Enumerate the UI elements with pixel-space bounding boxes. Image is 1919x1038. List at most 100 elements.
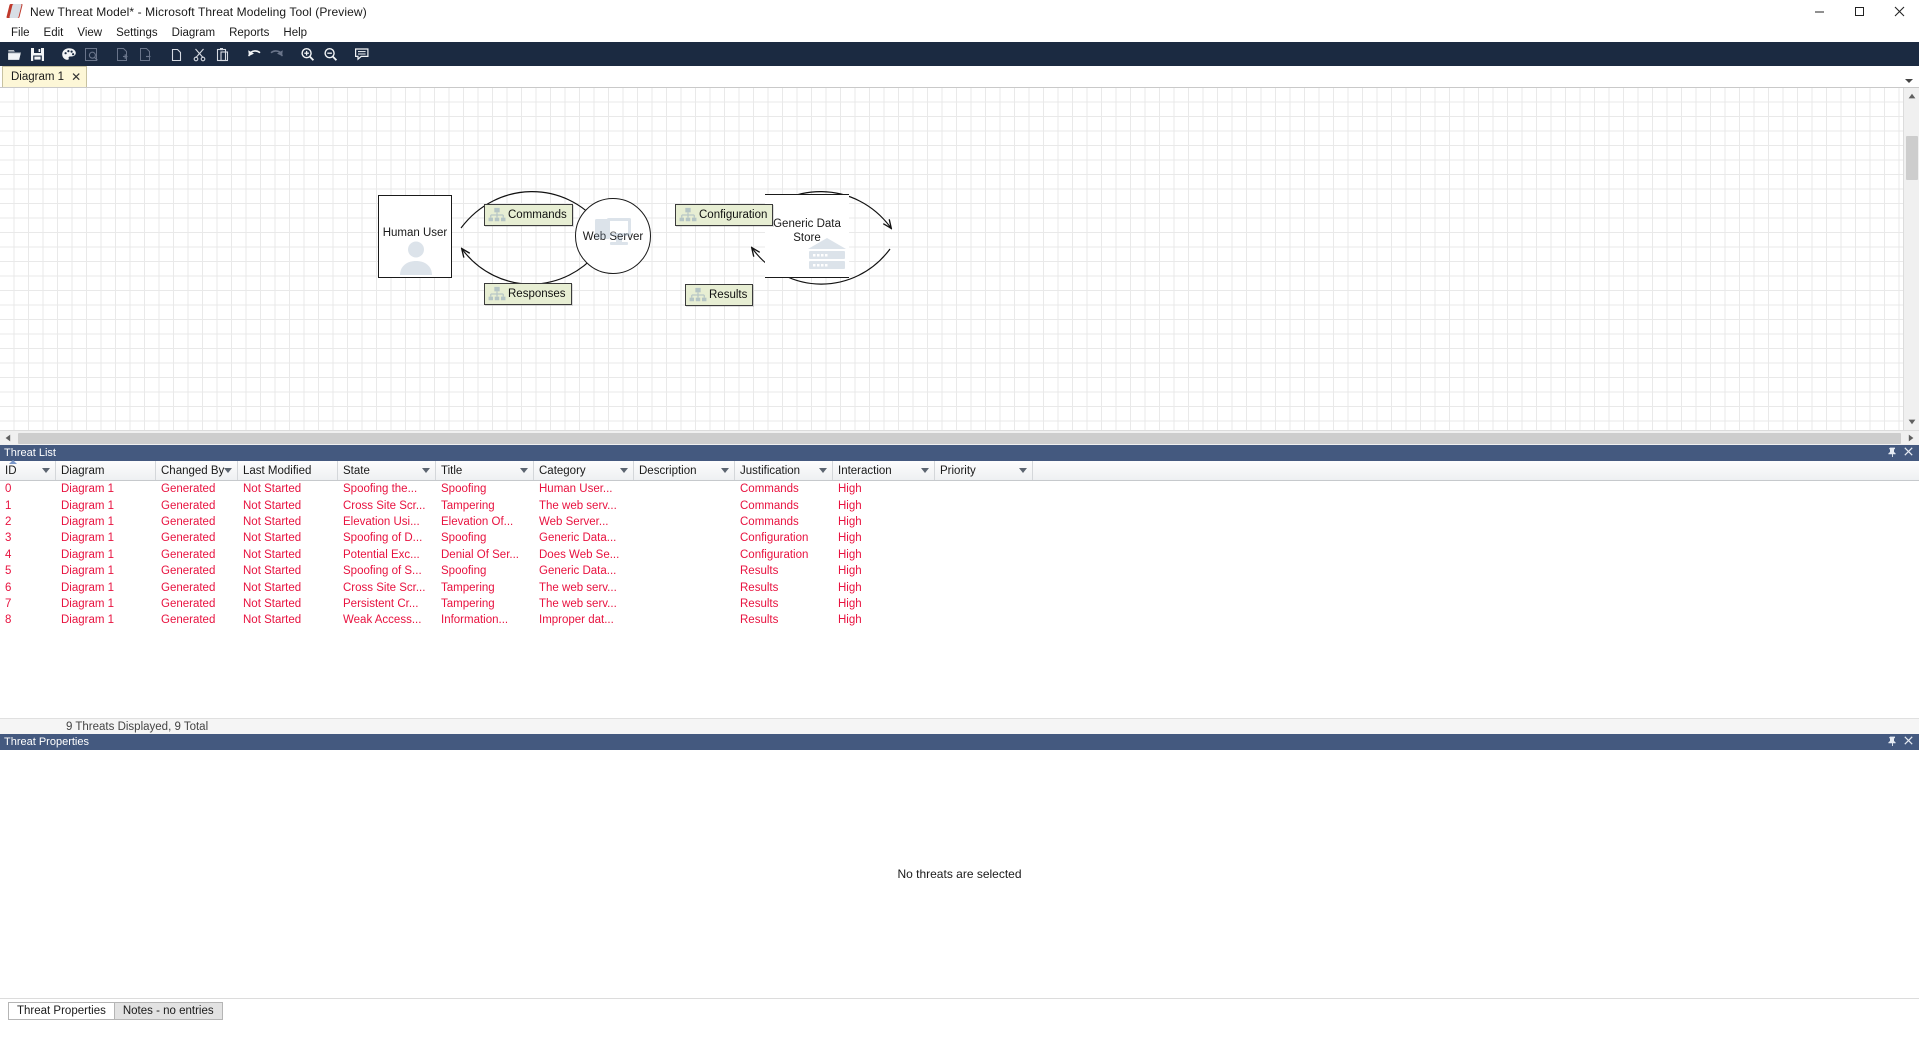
- column-header-description-label: Description: [639, 464, 697, 477]
- close-button[interactable]: [1879, 0, 1919, 23]
- palette-icon[interactable]: [57, 43, 80, 65]
- diagram-canvas[interactable]: Human User Web Server Gener: [0, 88, 1903, 430]
- column-header-last-modified[interactable]: Last Modified: [238, 461, 338, 480]
- cell-title: Spoofing: [441, 483, 487, 496]
- menu-help[interactable]: Help: [283, 26, 308, 39]
- tab-diagram-1[interactable]: Diagram 1 ✕: [2, 66, 88, 87]
- zoom-in-icon[interactable]: [296, 43, 319, 65]
- scroll-down-icon[interactable]: [1904, 414, 1919, 430]
- menu-edit[interactable]: Edit: [43, 26, 64, 39]
- filter-chevron-icon[interactable]: [921, 468, 929, 473]
- menu-diagram[interactable]: Diagram: [171, 26, 216, 39]
- table-row[interactable]: 1 Diagram 1 Generated Not Started Cross …: [0, 497, 1919, 513]
- column-header-priority[interactable]: Priority: [935, 461, 1033, 480]
- table-row[interactable]: 8 Diagram 1 Generated Not Started Weak A…: [0, 612, 1919, 628]
- maximize-button[interactable]: [1839, 0, 1879, 23]
- filter-chevron-icon[interactable]: [42, 468, 50, 473]
- flow-label-commands[interactable]: Commands: [484, 204, 573, 226]
- canvas-vertical-scrollbar[interactable]: [1903, 88, 1919, 430]
- filter-chevron-icon[interactable]: [819, 468, 827, 473]
- network-tree-icon: [488, 207, 506, 222]
- cell-diagram: Diagram 1: [61, 499, 115, 512]
- node-human-user[interactable]: Human User: [378, 195, 452, 278]
- column-header-description[interactable]: Description: [634, 461, 735, 480]
- cell-diagram: Diagram 1: [61, 515, 115, 528]
- table-row[interactable]: 0 Diagram 1 Generated Not Started Spoofi…: [0, 481, 1919, 497]
- menu-view[interactable]: View: [77, 26, 103, 39]
- open-icon[interactable]: [3, 43, 26, 65]
- column-header-category[interactable]: Category: [534, 461, 634, 480]
- canvas-horizontal-scrollbar[interactable]: [0, 430, 1919, 445]
- filter-chevron-icon[interactable]: [520, 468, 528, 473]
- zoom-out-icon[interactable]: [319, 43, 342, 65]
- cell-interaction: High: [838, 548, 862, 561]
- remove-diagram-icon[interactable]: [134, 43, 157, 65]
- report-preview-icon[interactable]: [80, 43, 103, 65]
- column-header-interaction[interactable]: Interaction: [833, 461, 935, 480]
- pin-icon[interactable]: [1888, 736, 1897, 749]
- pin-icon[interactable]: [1888, 447, 1897, 460]
- horizontal-scroll-thumb[interactable]: [18, 432, 1901, 444]
- scroll-up-icon[interactable]: [1904, 88, 1919, 104]
- close-icon[interactable]: [1904, 447, 1913, 459]
- menu-settings[interactable]: Settings: [116, 26, 158, 39]
- flow-label-configuration[interactable]: Configuration: [675, 204, 774, 226]
- redo-icon[interactable]: [265, 43, 288, 65]
- column-header-id[interactable]: ID: [0, 460, 56, 480]
- filter-chevron-icon[interactable]: [422, 468, 430, 473]
- filter-chevron-icon[interactable]: [224, 468, 232, 473]
- close-icon[interactable]: ✕: [71, 70, 82, 84]
- comment-icon[interactable]: [350, 43, 373, 65]
- add-diagram-icon[interactable]: [111, 43, 134, 65]
- cell-justification: Configuration: [740, 548, 809, 561]
- column-header-last-modified-label: Last Modified: [243, 464, 312, 477]
- menu-reports[interactable]: Reports: [229, 26, 270, 39]
- threat-list-rows[interactable]: 0 Diagram 1 Generated Not Started Spoofi…: [0, 481, 1919, 718]
- column-header-state[interactable]: State: [338, 461, 436, 480]
- chevron-down-icon[interactable]: [1905, 79, 1913, 83]
- minimize-button[interactable]: [1799, 0, 1839, 23]
- sort-ascending-icon: [9, 460, 17, 464]
- table-row[interactable]: 2 Diagram 1 Generated Not Started Elevat…: [0, 514, 1919, 530]
- cell-diagram: Diagram 1: [61, 614, 115, 627]
- table-row[interactable]: 6 Diagram 1 Generated Not Started Cross …: [0, 579, 1919, 595]
- tab-notes[interactable]: Notes - no entries: [114, 1002, 223, 1020]
- filter-chevron-icon[interactable]: [620, 468, 628, 473]
- paste-icon[interactable]: [211, 43, 234, 65]
- node-web-server[interactable]: Web Server: [575, 198, 651, 274]
- filter-chevron-icon[interactable]: [721, 468, 729, 473]
- flow-label-responses[interactable]: Responses: [484, 283, 572, 305]
- tab-label: Diagram 1: [11, 71, 65, 83]
- toolbar: [0, 42, 1919, 66]
- cell-interaction: High: [838, 532, 862, 545]
- cell-category: Human User...: [539, 483, 613, 496]
- filter-chevron-icon[interactable]: [1019, 468, 1027, 473]
- table-row[interactable]: 4 Diagram 1 Generated Not Started Potent…: [0, 547, 1919, 563]
- node-generic-data-store[interactable]: Generic Data Store: [765, 194, 849, 278]
- scroll-right-icon[interactable]: [1903, 430, 1919, 446]
- monitor-icon: [595, 218, 631, 245]
- table-row[interactable]: 3 Diagram 1 Generated Not Started Spoofi…: [0, 530, 1919, 546]
- column-header-justification[interactable]: Justification: [735, 461, 833, 480]
- threat-properties-body: No threats are selected: [0, 750, 1919, 998]
- menu-file[interactable]: File: [11, 26, 30, 39]
- column-header-title[interactable]: Title: [436, 461, 534, 480]
- vertical-scroll-thumb[interactable]: [1905, 136, 1918, 180]
- cell-id: 4: [5, 548, 12, 561]
- cell-state: Cross Site Scr...: [343, 499, 426, 512]
- column-header-changed-by[interactable]: Changed By: [156, 461, 238, 480]
- scroll-left-icon[interactable]: [0, 430, 16, 446]
- close-icon[interactable]: [1904, 736, 1913, 748]
- undo-icon[interactable]: [242, 43, 265, 65]
- flow-label-results[interactable]: Results: [685, 284, 754, 306]
- save-icon[interactable]: [26, 43, 49, 65]
- tab-threat-properties[interactable]: Threat Properties: [8, 1002, 115, 1020]
- column-header-diagram[interactable]: Diagram: [56, 461, 156, 480]
- cell-id: 5: [5, 565, 12, 578]
- table-row[interactable]: 7 Diagram 1 Generated Not Started Persis…: [0, 596, 1919, 612]
- cut-icon[interactable]: [188, 43, 211, 65]
- copy-page-icon[interactable]: [165, 43, 188, 65]
- cell-title: Denial Of Ser...: [441, 548, 519, 561]
- cell-interaction: High: [838, 597, 862, 610]
- table-row[interactable]: 5 Diagram 1 Generated Not Started Spoofi…: [0, 563, 1919, 579]
